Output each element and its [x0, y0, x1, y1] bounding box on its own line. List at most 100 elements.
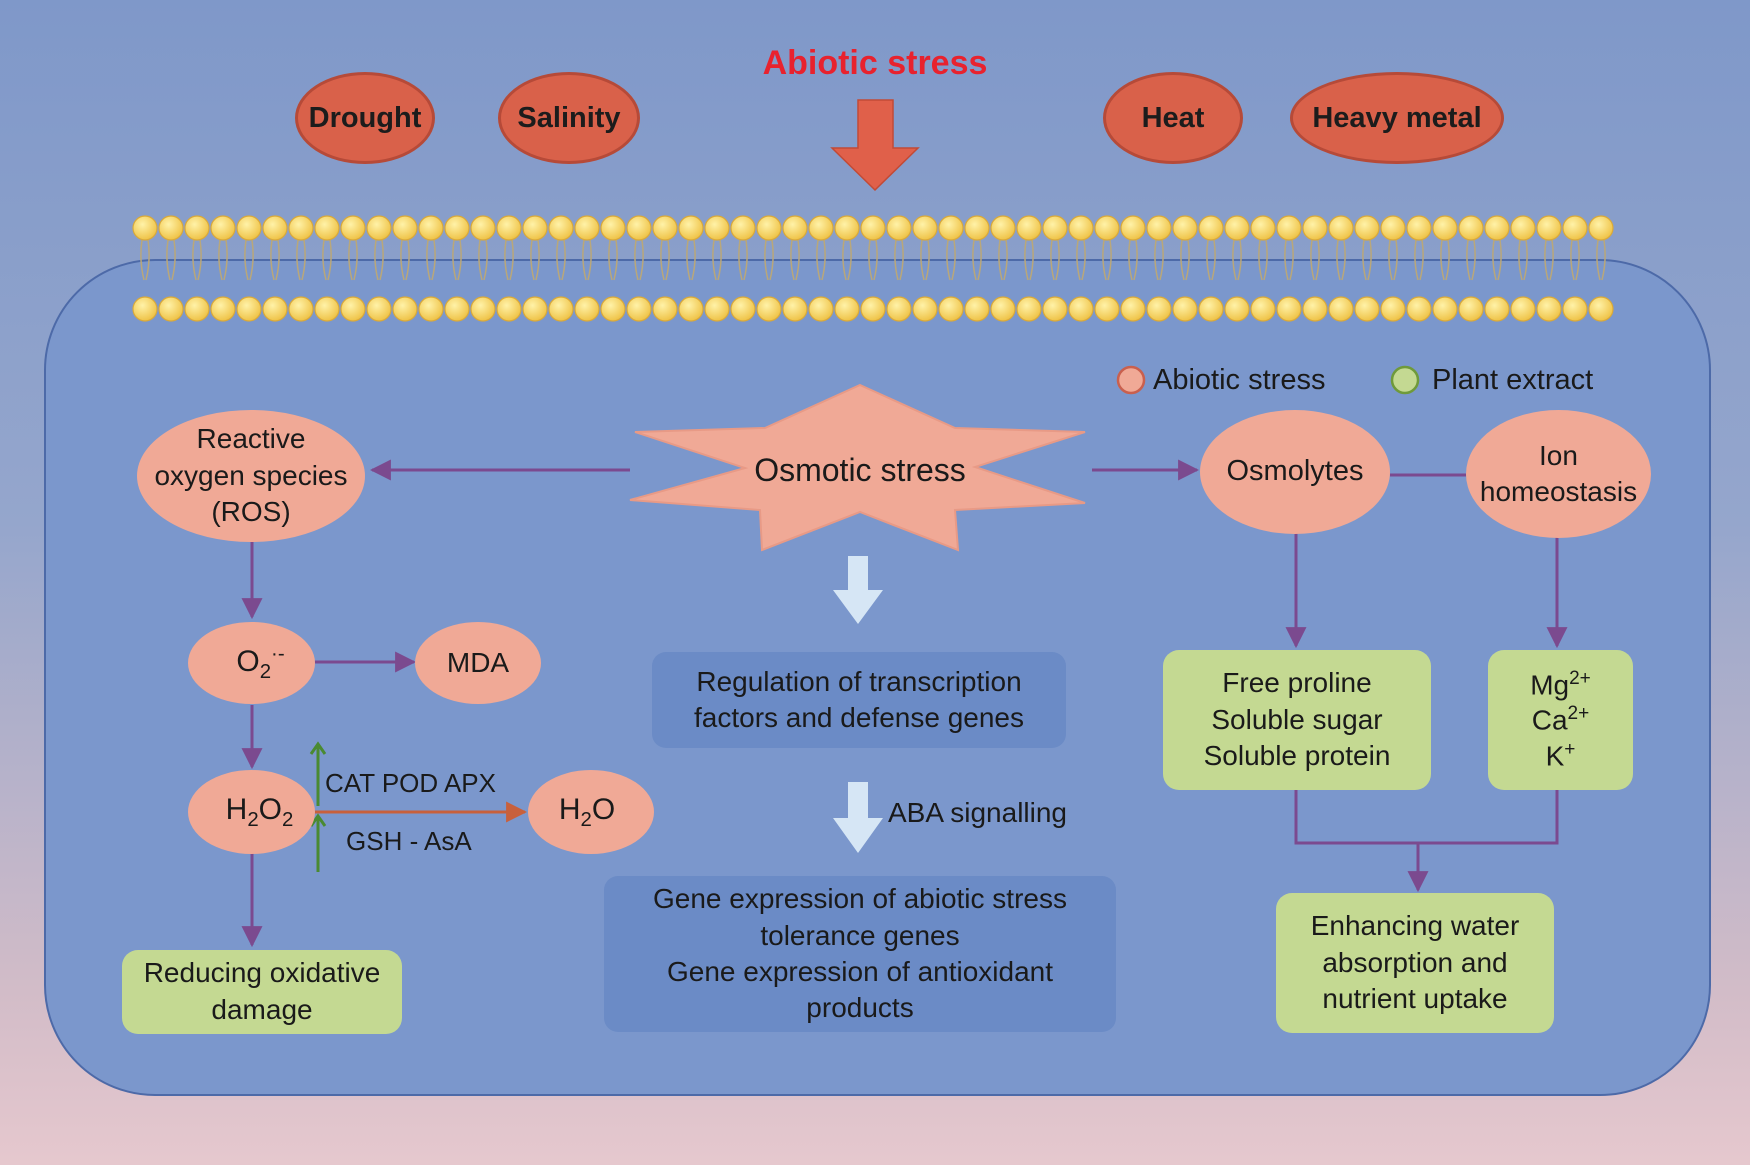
- ion-ca: Ca2+: [1532, 702, 1590, 737]
- lipid-tail: [1570, 239, 1580, 281]
- h2o2-sub2: 2: [282, 809, 294, 832]
- h2o2-h: H: [225, 793, 248, 827]
- transcription-box: Regulation of transcription factors and …: [652, 652, 1066, 748]
- lipid-head: [756, 296, 782, 322]
- water-line-2: absorption and: [1322, 946, 1508, 978]
- lipid-head: [730, 296, 756, 322]
- lipid-head: [1484, 296, 1510, 322]
- mda-label: MDA: [446, 646, 510, 678]
- lipid-head: [626, 215, 652, 241]
- lipid-head: [1094, 215, 1120, 241]
- light-down-arrow-1: [833, 556, 883, 624]
- lipid-head: [1380, 296, 1406, 322]
- lipid-tail: [348, 239, 358, 281]
- lipid-head: [1458, 215, 1484, 241]
- lipid-head: [1250, 215, 1276, 241]
- lipid-bilayer: [132, 215, 1614, 322]
- lipid-head: [964, 215, 990, 241]
- ion-homeostasis-node: Ion homeostasis: [1466, 410, 1651, 538]
- lipid-head: [574, 296, 600, 322]
- lipid-head: [522, 296, 548, 322]
- lipid-tail: [1414, 239, 1424, 281]
- lipid-head: [652, 296, 678, 322]
- lipid-head: [210, 296, 236, 322]
- lipid-head: [1510, 296, 1536, 322]
- ros-node: Reactive oxygen species (ROS): [137, 410, 365, 542]
- stress-down-arrow: [830, 99, 920, 192]
- lipid-tail: [1232, 239, 1242, 281]
- lipid-head: [574, 215, 600, 241]
- ion-line-2: homeostasis: [1479, 476, 1638, 507]
- lipid-tail: [972, 239, 982, 281]
- gene-expression-box: Gene expression of abiotic stress tolera…: [604, 876, 1116, 1032]
- reducing-line-2: damage: [211, 994, 313, 1025]
- lipid-tail: [1206, 239, 1216, 281]
- lipid-tail: [660, 239, 670, 281]
- lipid-head: [470, 296, 496, 322]
- ion-k-symbol: K: [1545, 739, 1565, 771]
- ros-line-2: oxygen species: [154, 459, 348, 491]
- diagram-title: Abiotic stress: [762, 43, 988, 82]
- lipid-tail: [1492, 239, 1502, 281]
- lipid-head: [1068, 215, 1094, 241]
- lipid-head: [938, 296, 964, 322]
- gene-line-3: Gene expression of antioxidant: [666, 956, 1054, 987]
- lipid-head: [652, 215, 678, 241]
- lipid-tail: [816, 239, 826, 281]
- lipid-head: [1276, 215, 1302, 241]
- lipid-head: [1172, 215, 1198, 241]
- o2-main: O: [236, 644, 260, 678]
- lipid-head: [704, 296, 730, 322]
- lipid-head: [912, 296, 938, 322]
- lipid-head: [1536, 215, 1562, 241]
- h2o-sub: 2: [580, 809, 592, 832]
- lipid-head: [1146, 215, 1172, 241]
- lipid-head: [1146, 296, 1172, 322]
- lipid-head: [1224, 296, 1250, 322]
- superoxide-node: O2·-: [188, 622, 315, 704]
- lipid-tail: [1596, 239, 1606, 281]
- lipid-tail: [426, 239, 436, 281]
- lipid-head: [340, 296, 366, 322]
- lipid-head: [730, 215, 756, 241]
- lipid-head: [210, 215, 236, 241]
- lipid-head: [1354, 215, 1380, 241]
- lipid-head: [1120, 296, 1146, 322]
- lipid-tail: [1180, 239, 1190, 281]
- lipid-tail: [790, 239, 800, 281]
- lipid-tail: [1102, 239, 1112, 281]
- stressor-salinity: Salinity: [498, 72, 640, 164]
- lipid-tail: [894, 239, 904, 281]
- merge-connector: [1294, 790, 1559, 845]
- lipid-tail: [1284, 239, 1294, 281]
- transcription-line-2: factors and defense genes: [693, 702, 1024, 733]
- lipid-tail: [1024, 239, 1034, 281]
- lipid-head: [1302, 296, 1328, 322]
- ros-line-3: (ROS): [211, 496, 291, 528]
- lipid-head: [548, 296, 574, 322]
- lipid-head: [236, 215, 262, 241]
- ions-box: Mg2+ Ca2+ K+: [1488, 650, 1633, 790]
- lipid-head: [756, 215, 782, 241]
- lipid-head: [288, 215, 314, 241]
- lipid-head: [1302, 215, 1328, 241]
- lipid-head: [678, 215, 704, 241]
- lipid-tail: [1128, 239, 1138, 281]
- lipid-head: [1094, 296, 1120, 322]
- mda-node: MDA: [415, 622, 541, 704]
- ion-k: K+: [1546, 738, 1576, 773]
- lipid-head: [444, 215, 470, 241]
- stressor-drought: Drought: [295, 72, 435, 164]
- lipid-head: [1406, 296, 1432, 322]
- lipid-tail: [1440, 239, 1450, 281]
- lipid-head: [1224, 215, 1250, 241]
- lipid-head: [912, 215, 938, 241]
- lipid-head: [1016, 215, 1042, 241]
- lipid-head: [1380, 215, 1406, 241]
- lipid-tail: [478, 239, 488, 281]
- lipid-head: [834, 296, 860, 322]
- legend-swatch-abiotic: [1116, 365, 1146, 395]
- stressor-heat: Heat: [1103, 72, 1243, 164]
- lipid-head: [990, 215, 1016, 241]
- lipid-head: [990, 296, 1016, 322]
